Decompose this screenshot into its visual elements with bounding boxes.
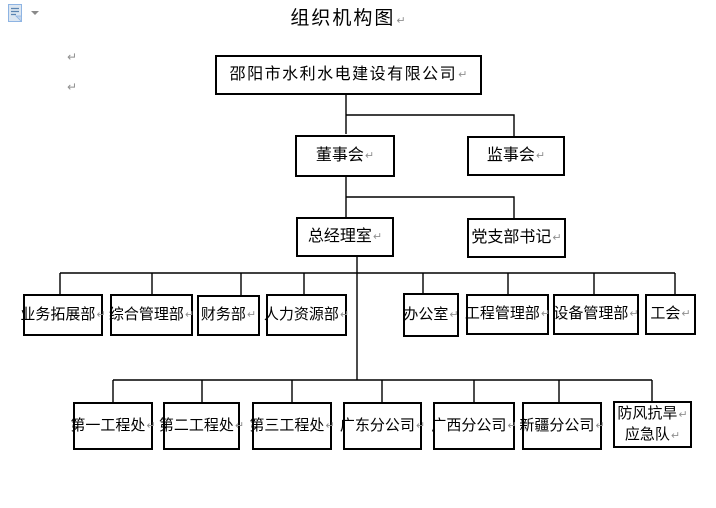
paragraph-mark: ↵ xyxy=(540,307,551,321)
org-box-label-line: 防风抗旱↵ xyxy=(617,404,687,424)
org-box-office[interactable]: 办公室↵ xyxy=(403,293,459,337)
paragraph-mark: ↵ xyxy=(458,67,468,81)
chevron-down-icon[interactable] xyxy=(31,11,39,15)
org-box-guangxi-branch[interactable]: 广西分公司↵ xyxy=(431,402,517,450)
org-box-label: 设备管理部 xyxy=(553,305,629,323)
org-box-label: 董事会 xyxy=(315,147,364,165)
org-box-human-resources-dept[interactable]: 人力资源部↵ xyxy=(263,294,350,336)
page-title-text: 组织机构图 xyxy=(290,8,396,29)
org-box-label: 工程管理部 xyxy=(464,305,540,323)
paragraph-mark: ↵ xyxy=(629,307,639,321)
paragraph-mark: ↵ xyxy=(681,307,691,321)
org-box-windproof-drought-relief-emergency-team[interactable]: 防风抗旱↵ 应急队↵ xyxy=(613,401,692,448)
org-box-label: 邵阳市水利水电建设有限公司 xyxy=(229,66,458,84)
org-box-label: 综合管理部 xyxy=(108,305,184,323)
org-box-guangdong-branch[interactable]: 广东分公司↵ xyxy=(339,402,426,450)
paragraph-mark: ↵ xyxy=(246,308,257,322)
paragraph-mark: ↵ xyxy=(325,418,335,432)
org-box-board-of-supervisors[interactable]: 监事会↵ xyxy=(467,136,565,176)
org-box-company-root[interactable]: 邵阳市水利水电建设有限公司↵ xyxy=(215,55,482,95)
org-box-label: 应急队 xyxy=(624,425,670,443)
paragraph-mark: ↵ xyxy=(339,307,350,321)
paragraph-mark: ↵ xyxy=(96,307,106,321)
paragraph-mark: ↵ xyxy=(364,148,375,162)
org-box-label: 第三工程处 xyxy=(249,416,325,434)
org-box-party-branch-secretary[interactable]: 党支部书记↵ xyxy=(467,218,566,258)
org-box-business-development-dept[interactable]: 业务拓展部↵ xyxy=(20,294,106,336)
paragraph-mark: ↵ xyxy=(234,418,245,432)
paragraph-mark: ↵ xyxy=(184,307,195,321)
org-box-labor-union[interactable]: 工会↵ xyxy=(645,294,696,335)
paragraph-mark: ↵ xyxy=(372,229,383,243)
org-box-engineering-management-dept[interactable]: 工程管理部↵ xyxy=(464,294,551,335)
paste-options-glyph xyxy=(8,4,22,23)
paragraph-mark: ↵ xyxy=(67,80,78,94)
paragraph-mark: ↵ xyxy=(449,307,459,321)
org-box-finance-dept[interactable]: 财务部↵ xyxy=(197,295,260,336)
org-box-label: 业务拓展部 xyxy=(20,305,96,323)
org-box-label: 监事会 xyxy=(486,147,535,165)
org-box-label: 广西分公司 xyxy=(431,416,507,434)
org-box-label: 办公室 xyxy=(403,305,449,323)
org-box-equipment-management-dept[interactable]: 设备管理部↵ xyxy=(553,294,639,335)
org-box-label: 广东分公司 xyxy=(339,416,415,434)
org-box-xinjiang-branch[interactable]: 新疆分公司↵ xyxy=(519,402,605,450)
org-box-general-manager-office[interactable]: 总经理室↵ xyxy=(296,217,394,257)
paragraph-mark: ↵ xyxy=(146,418,156,432)
org-box-label-line: 应急队↵ xyxy=(625,425,680,445)
org-box-third-engineering-office[interactable]: 第三工程处↵ xyxy=(249,402,335,450)
paragraph-mark: ↵ xyxy=(678,408,688,422)
org-box-label: 第二工程处 xyxy=(158,416,234,434)
paragraph-mark: ↵ xyxy=(396,14,406,27)
org-box-board-of-directors[interactable]: 董事会↵ xyxy=(295,135,395,177)
org-box-label: 财务部 xyxy=(200,306,246,324)
paragraph-mark: ↵ xyxy=(535,148,546,162)
paragraph-mark: ↵ xyxy=(67,50,78,64)
org-box-label: 防风抗旱 xyxy=(617,405,678,423)
page-title: 组织机构图↵ xyxy=(0,3,696,30)
org-box-label: 新疆分公司 xyxy=(519,416,595,434)
paragraph-mark: ↵ xyxy=(670,428,681,442)
org-box-second-engineering-office[interactable]: 第二工程处↵ xyxy=(159,402,244,450)
org-box-label: 人力资源部 xyxy=(263,305,339,323)
org-box-general-management-dept[interactable]: 综合管理部↵ xyxy=(108,294,195,336)
paste-options-icon[interactable] xyxy=(7,4,23,23)
org-box-first-engineering-office[interactable]: 第一工程处↵ xyxy=(70,402,156,450)
paragraph-mark: ↵ xyxy=(595,418,605,432)
paragraph-mark: ↵ xyxy=(507,418,517,432)
paragraph-mark: ↵ xyxy=(415,418,426,432)
paragraph-mark: ↵ xyxy=(552,230,562,244)
org-box-label: 总经理室 xyxy=(307,228,372,246)
org-box-label: 党支部书记 xyxy=(471,229,552,247)
org-box-label: 工会 xyxy=(650,305,681,323)
org-box-label: 第一工程处 xyxy=(70,416,146,434)
